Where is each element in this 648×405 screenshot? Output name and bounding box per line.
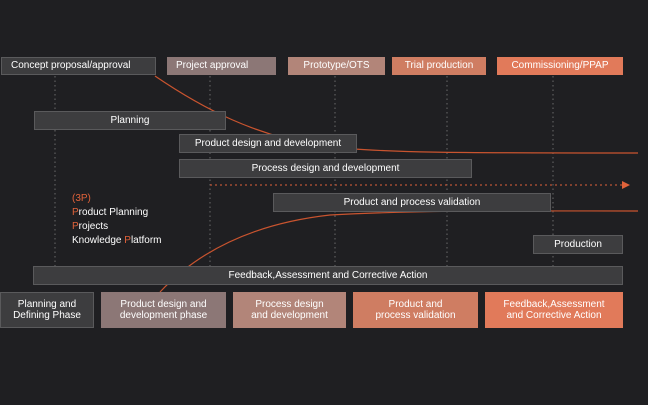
milestone-trial-production: Trial production bbox=[392, 57, 486, 75]
activity-planning: Planning bbox=[34, 111, 226, 130]
threep-note: (3P) Product Planning Projects Knowledge… bbox=[72, 192, 162, 248]
activity-process-design: Process design and development bbox=[179, 159, 472, 178]
activity-validation: Product and process validation bbox=[273, 193, 551, 212]
milestone-concept: Concept proposal/approval bbox=[1, 57, 156, 75]
activity-production: Production bbox=[533, 235, 623, 254]
milestone-ppap: Commissioning/PPAP bbox=[497, 57, 623, 75]
milestone-prototype: Prototype/OTS bbox=[288, 57, 385, 75]
activity-product-design: Product design and development bbox=[179, 134, 357, 153]
threep-line-3: Knowledge Platform bbox=[72, 235, 162, 246]
activity-feedback: Feedback,Assessment and Corrective Actio… bbox=[33, 266, 623, 285]
milestone-project-approval: Project approval bbox=[167, 57, 276, 75]
threep-title: (3P) bbox=[72, 193, 91, 204]
threep-line-1: Product Planning bbox=[72, 207, 149, 218]
timeline-arrowhead bbox=[622, 181, 630, 189]
threep-line-2: Projects bbox=[72, 221, 109, 232]
